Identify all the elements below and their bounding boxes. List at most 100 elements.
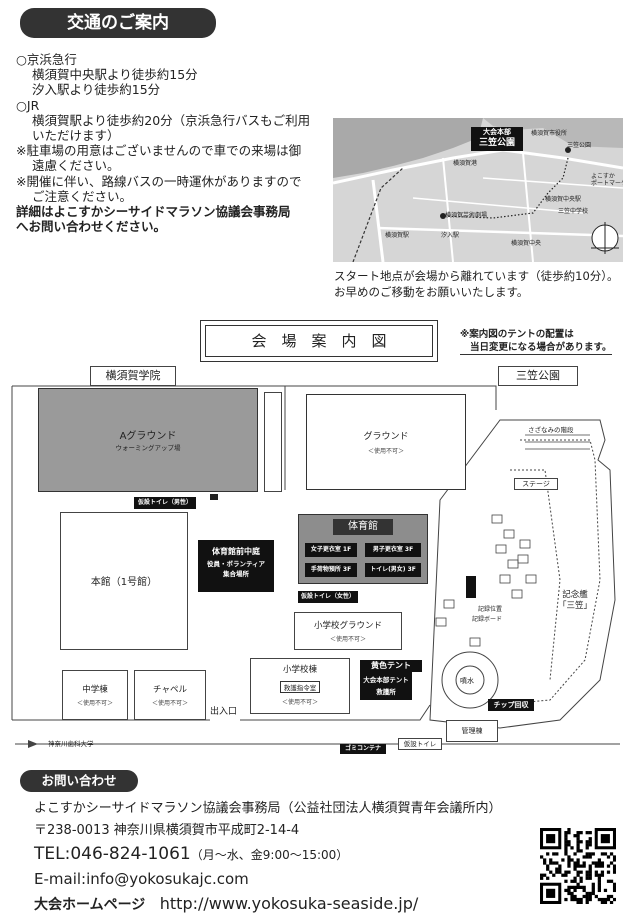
map-label-yokosuka-st: 横須賀駅	[385, 232, 410, 239]
map-label-city-hall: 横須賀市役所	[531, 130, 568, 137]
chip-collection: チップ回収	[488, 699, 534, 711]
jr-line2: いただけます）	[32, 128, 120, 144]
hq-tent-label: 大会本部テント	[363, 676, 409, 684]
map-caption: スタート地点が会場から離れています（徒歩約10分）。 お早めのご移動をお願いいた…	[334, 268, 619, 300]
entrance-label: 出入口	[210, 707, 238, 717]
map-label-market: よこすか ポートマーケット	[591, 173, 623, 187]
medical-label: 救護所	[376, 688, 396, 696]
label-gakuin: 横須賀学院	[90, 366, 176, 386]
ground-label: グラウンド	[363, 432, 409, 442]
venue-note-2: 当日変更になる場合があります。	[460, 341, 612, 355]
main-building: 本館（1号館）	[60, 512, 188, 650]
a-ground-label: Aグラウンド	[119, 431, 177, 442]
middle-building: 中学棟 ＜使用不可＞	[62, 670, 128, 720]
toilet-men: 仮設トイレ（男性）	[134, 497, 196, 509]
courtyard: 体育館前中庭 役員・ボランティア 集合場所	[198, 540, 274, 592]
steps-label: さざなみの階段	[528, 426, 574, 434]
map-label-chuo: 横須賀中央駅	[545, 196, 582, 203]
jr-line1: 横須賀駅より徒歩約20分（京浜急行バスもご利用	[32, 112, 311, 128]
hq-label: 大会本部	[483, 128, 511, 136]
record-board: 記録ボード	[472, 616, 503, 623]
elem-building-label: 小学校棟	[282, 665, 317, 675]
gym-toilet: トイレ(男女) 3F	[365, 563, 421, 577]
label-mikasa: 三笠公園	[498, 366, 578, 386]
toilet-marker	[210, 494, 218, 500]
chapel-label: チャペル	[153, 685, 187, 695]
tel-number: TEL:046-824-1061	[34, 844, 191, 864]
contact-tel: TEL:046-824-1061（月〜水、金9:00〜15:00）	[34, 842, 501, 867]
side-building	[264, 392, 282, 492]
a-ground: Aグラウンド ウォーミングアップ場	[38, 388, 258, 492]
fountain-label: 噴水	[460, 677, 474, 685]
map-label-school: 三笠中学校	[558, 208, 589, 215]
venue-note: ※案内図のテントの配置は 当日変更になる場合があります。	[460, 328, 612, 355]
detail-line1: 詳細はよこすかシーサイドマラソン協議会事務局	[16, 204, 291, 220]
keikyu-line2: 汐入駅より徒歩約15分	[32, 82, 161, 98]
note-bus-2: ご注意ください。	[32, 188, 133, 204]
chapel: チャペル ＜使用不可＞	[134, 670, 206, 720]
note-bus: ※開催に伴い、路線バスの一時運休がありますので	[16, 173, 302, 189]
record-marker	[466, 576, 476, 598]
contact-heading: お問い合わせ	[20, 770, 138, 792]
hp-url[interactable]: http://www.yokosuka-seaside.jp/	[159, 894, 419, 913]
hp-label: 大会ホームページ	[34, 897, 146, 913]
hq-marker: 大会本部 三笠公園	[471, 127, 523, 151]
access-heading: 交通のご案内	[20, 8, 216, 38]
venue-title-box: 会 場 案 内 図	[200, 320, 438, 362]
keikyu-line1: 横須賀中央駅より徒歩約15分	[32, 67, 198, 83]
venue-note-1: ※案内図のテントの配置は	[460, 329, 574, 340]
tel-hours: （月〜水、金9:00〜15:00）	[190, 848, 349, 862]
ground: グラウンド ＜使用不可＞	[306, 394, 466, 490]
elem-ground: 小学校グラウンド ＜使用不可＞	[294, 612, 402, 650]
garbage-container: ゴミコンテナ	[340, 744, 386, 754]
yellow-tent: 黄色テント	[360, 660, 422, 672]
map-caption-1: スタート地点が会場から離れています（徒歩約10分）。	[334, 269, 619, 283]
access-info: ○京浜急行 横須賀中央駅より徒歩約15分 汐入駅より徒歩約15分 ○JR 横須賀…	[16, 52, 310, 234]
map-caption-2: お早めのご移動をお願いいたします。	[334, 285, 529, 299]
memorial-ship-1: 記念艦	[562, 590, 588, 600]
gym-baggage: 手荷物預所 3F	[305, 563, 357, 577]
qr-code-graphic	[540, 828, 617, 905]
gym: 体育館 女子更衣室 1F 男子更衣室 3F 手荷物預所 3F トイレ(男女) 3…	[298, 514, 428, 584]
toilet-bottom: 仮設トイレ	[398, 738, 442, 750]
map-label-port: 横須賀港	[453, 160, 478, 167]
contact-hp: 大会ホームページ http://www.yokosuka-seaside.jp/	[34, 891, 501, 918]
toilet-women: 仮設トイレ（女性）	[298, 591, 358, 603]
elem-building-unavailable: ＜使用不可＞	[281, 699, 318, 706]
jr-title: ○JR	[16, 97, 40, 113]
detail-line2: へお問い合わせください。	[16, 219, 167, 235]
elem-ground-unavailable: ＜使用不可＞	[329, 636, 366, 643]
gym-women: 女子更衣室 1F	[305, 543, 357, 557]
hq-tent: 大会本部テント 救護所	[360, 672, 412, 700]
middle-building-unavailable: ＜使用不可＞	[76, 700, 113, 707]
first-aid-room: 救護指令室	[279, 681, 321, 693]
contact-email[interactable]: E-mail:info@yokosukajc.com	[34, 870, 249, 888]
contact-org: よこすかシーサイドマラソン協議会事務局（公益社団法人横須賀青年会議所内）	[34, 801, 502, 816]
note-parking: ※駐車場の用意はございませんので車での来場は御	[16, 143, 302, 159]
map-label-park: 三笠公園	[567, 142, 592, 149]
record-pos: 記録位置	[478, 606, 503, 613]
map-label-shioiri: 汐入駅	[441, 232, 460, 239]
elem-building: 小学校棟 救護指令室 ＜使用不可＞	[250, 658, 350, 714]
keikyu-title: ○京浜急行	[16, 52, 77, 67]
area-map: 大会本部 三笠公園 横須賀市役所 三笠公園 横須賀港 よこすか ポートマーケット…	[333, 118, 623, 262]
contact-address: 〒238-0013 神奈川県横須賀市平成町2-14-4	[34, 823, 300, 838]
gym-men: 男子更衣室 3F	[365, 543, 421, 557]
park-label: 三笠公園	[478, 138, 515, 148]
stage: ステージ	[514, 478, 558, 490]
management-building: 管理棟	[446, 720, 498, 742]
a-ground-sub: ウォーミングアップ場	[115, 444, 181, 452]
gym-label: 体育館	[333, 519, 393, 535]
dental-university: 神奈川歯科大学	[48, 740, 94, 748]
note-parking-2: 遠慮ください。	[32, 158, 120, 174]
map-label-post: 横須賀中央	[511, 240, 542, 247]
contact-info: よこすかシーサイドマラソン協議会事務局（公益社団法人横須賀青年会議所内） 〒23…	[34, 798, 501, 918]
qr-code	[540, 828, 617, 905]
courtyard-sub1: 役員・ボランティア	[206, 560, 266, 568]
memorial-ship-2: 「三笠」	[558, 601, 593, 611]
courtyard-title: 体育館前中庭	[212, 547, 260, 556]
chapel-unavailable: ＜使用不可＞	[151, 700, 188, 707]
middle-building-label: 中学棟	[82, 685, 108, 695]
memorial-ship: 記念艦 「三笠」	[558, 590, 592, 612]
venue-title: 会 場 案 内 図	[205, 325, 433, 357]
